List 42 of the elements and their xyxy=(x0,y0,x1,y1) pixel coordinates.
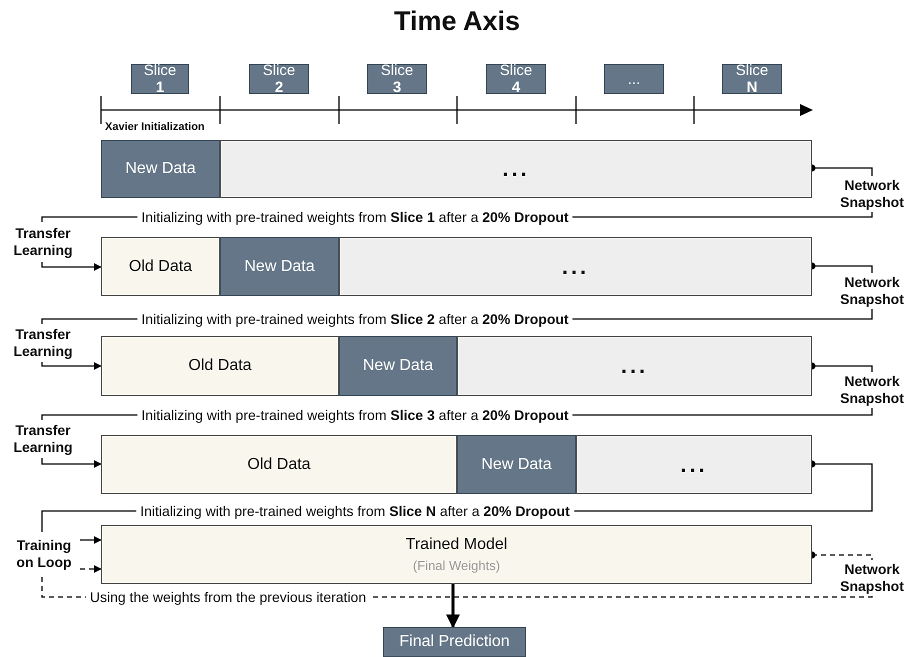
side-note: Network Snapshot xyxy=(836,273,908,309)
note-text: Xavier Initialization xyxy=(105,121,205,133)
edge-label: Initializing with pre-trained weights from Slice 3 after a 20% Dropout xyxy=(137,407,573,423)
side-note: Transfer Learning xyxy=(6,324,80,362)
new-data-segment: New Data xyxy=(339,336,457,396)
arrow xyxy=(80,565,102,573)
new-data-segment: New Data xyxy=(457,435,576,494)
slice-box: Slice 3 xyxy=(367,64,427,94)
edge-label: Initializing with pre-trained weights from Slice N after a 20% Dropout xyxy=(136,503,574,519)
arrow xyxy=(80,536,102,544)
old-data-segment: Old Data xyxy=(101,435,457,494)
diagram-title: Time Axis xyxy=(392,6,522,37)
old-data-segment: Old Data xyxy=(101,237,220,296)
new-data-segment: New Data xyxy=(101,140,220,198)
remaining-segment: ... xyxy=(220,140,812,198)
side-note: Training on Loop xyxy=(8,532,80,576)
side-note: Transfer Learning xyxy=(6,222,80,262)
remaining-segment: ... xyxy=(576,435,812,494)
arrow xyxy=(41,458,102,468)
side-note: Network Snapshot xyxy=(836,372,908,408)
slice-box: Slice 2 xyxy=(249,64,309,94)
model-title: Trained Model xyxy=(406,536,508,554)
arrow xyxy=(41,262,102,271)
old-data-segment: Old Data xyxy=(101,336,339,396)
new-data-segment: New Data xyxy=(220,237,339,296)
side-note: Network Snapshot xyxy=(836,176,908,212)
remaining-segment: ... xyxy=(339,237,812,296)
side-note: Transfer Learning xyxy=(6,420,80,458)
slice-box: ... xyxy=(604,64,664,94)
arrow xyxy=(41,362,102,370)
slice-box: Slice N xyxy=(722,64,782,94)
remaining-segment: ... xyxy=(457,336,812,396)
edge-label: Using the weights from the previous iteration xyxy=(86,589,370,605)
slice-box: Slice 1 xyxy=(131,64,189,94)
prediction-box: Final Prediction xyxy=(383,627,526,657)
edge-label: Initializing with pre-trained weights from Slice 2 after a 20% Dropout xyxy=(137,311,573,327)
model-bar xyxy=(101,525,812,584)
slice-box: Slice 4 xyxy=(486,64,546,94)
arrow xyxy=(446,584,460,628)
side-note: Network Snapshot xyxy=(836,560,908,596)
model-subtitle: (Final Weights) xyxy=(412,558,500,573)
edge-label: Initializing with pre-trained weights from Slice 1 after a 20% Dropout xyxy=(137,209,573,225)
